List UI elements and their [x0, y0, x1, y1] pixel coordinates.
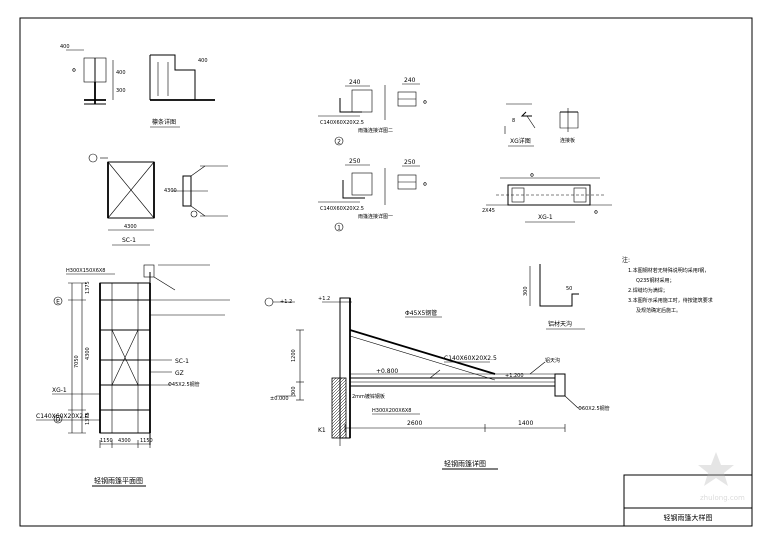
watermark: zhulong.com	[698, 452, 745, 502]
svg-text:400: 400	[116, 70, 126, 76]
svg-text:3.本图所示采用施工时，待按建筑要求: 3.本图所示采用施工时，待按建筑要求	[628, 297, 713, 304]
detail-connection-2: 240 C140X60X20X2.5 240 Φ 雨篷连接详图二 2	[318, 77, 427, 146]
detail-top-left: 400 400 300 Φ 400 檩条详图	[60, 44, 215, 128]
svg-text:XG-1: XG-1	[538, 214, 553, 221]
svg-text:C140X60X20X2.0: C140X60X20X2.0	[36, 413, 89, 420]
svg-text:GZ: GZ	[175, 370, 184, 377]
svg-text:C140X60X20X2.5: C140X60X20X2.5	[320, 120, 364, 126]
svg-text:7050: 7050	[74, 355, 80, 368]
svg-text:1.本图钢材若无特殊说明均采用Ⅰ钢，: 1.本图钢材若无特殊说明均采用Ⅰ钢，	[628, 267, 709, 274]
svg-text:注:: 注:	[622, 256, 630, 264]
svg-text:zhulong.com: zhulong.com	[700, 494, 745, 502]
svg-text:Φ: Φ	[423, 182, 427, 188]
detail-xg1: Φ 2X45 Φ XG-1	[482, 173, 612, 223]
svg-text:8: 8	[512, 118, 515, 124]
svg-text:2: 2	[337, 139, 341, 146]
svg-text:雨篷连接详图二: 雨篷连接详图二	[358, 127, 393, 134]
gutter-detail: 300 50 铝材天沟	[523, 264, 585, 330]
svg-text:Φ45X2.5钢管: Φ45X2.5钢管	[168, 381, 200, 388]
svg-text:+0.800: +0.800	[376, 368, 398, 375]
sheet-border	[19, 17, 753, 527]
svg-text:2mm镀锌钢板: 2mm镀锌钢板	[352, 393, 385, 400]
svg-text:4300: 4300	[164, 188, 177, 194]
svg-text:SC-1: SC-1	[122, 237, 136, 244]
svg-text:轻钢雨篷详图: 轻钢雨篷详图	[444, 459, 486, 468]
svg-text:Φ: Φ	[423, 100, 427, 106]
svg-text:1: 1	[337, 225, 341, 232]
svg-text:240: 240	[404, 77, 416, 84]
svg-text:1200: 1200	[291, 349, 297, 362]
svg-text:雨篷连接详图一: 雨篷连接详图一	[358, 213, 393, 220]
svg-text:300: 300	[523, 286, 529, 296]
title-block-text: 轻钢雨篷大样图	[664, 513, 713, 522]
svg-text:4300: 4300	[124, 224, 137, 230]
svg-text:Φ: Φ	[594, 210, 598, 216]
svg-text:2600: 2600	[407, 420, 422, 427]
svg-text:+1.200: +1.200	[505, 373, 524, 379]
notes: 注: 1.本图钢材若无特殊说明均采用Ⅰ钢， Q235钢材采用； 2.焊缝均为满焊…	[622, 256, 713, 314]
svg-text:铝天沟: 铝天沟	[545, 357, 560, 364]
svg-text:1375: 1375	[85, 281, 91, 294]
detail-sc1: 4300 4300 SC-1	[88, 153, 228, 246]
svg-text:K1: K1	[318, 427, 326, 434]
svg-text:1400: 1400	[518, 420, 533, 427]
detail-connection-1: 250 C140X60X20X2.5 250 Φ 雨篷连接详图一 1	[318, 158, 427, 232]
svg-text:1150: 1150	[100, 438, 113, 444]
svg-text:+1.2: +1.2	[280, 299, 292, 305]
svg-text:Φ60X2.5钢管: Φ60X2.5钢管	[578, 405, 610, 412]
svg-text:2X45: 2X45	[482, 208, 495, 214]
svg-text:H300X150X6X8: H300X150X6X8	[66, 268, 106, 274]
svg-text:1150: 1150	[140, 438, 153, 444]
svg-text:H300X200X6X8: H300X200X6X8	[372, 408, 412, 414]
svg-text:250: 250	[404, 159, 416, 166]
svg-text:Φ45X5钢管: Φ45X5钢管	[405, 309, 437, 317]
svg-text:240: 240	[349, 79, 361, 86]
svg-text:Φ: Φ	[530, 173, 534, 179]
svg-text:铝材天沟: 铝材天沟	[548, 320, 572, 328]
svg-text:及规范确定后施工。: 及规范确定后施工。	[636, 307, 681, 314]
svg-text:±0.000: ±0.000	[270, 396, 289, 402]
svg-text:C140X60X20X2.5: C140X60X20X2.5	[320, 206, 364, 212]
svg-text:2.焊缝均为满焊；: 2.焊缝均为满焊；	[628, 287, 668, 294]
svg-text:+1.2: +1.2	[318, 296, 330, 302]
watermark-logo-icon	[698, 452, 734, 486]
elevation-view: +1.2 Φ45X5钢管 +1.2 C140X60X20X2.5 +0.800 …	[264, 296, 610, 470]
svg-text:50: 50	[566, 286, 572, 292]
svg-text:XG-1: XG-1	[52, 387, 67, 394]
svg-text:C140X60X20X2.5: C140X60X20X2.5	[444, 355, 497, 362]
svg-text:4300: 4300	[85, 347, 91, 360]
svg-text:250: 250	[349, 158, 361, 165]
svg-text:400: 400	[60, 44, 70, 50]
svg-text:1375: 1375	[85, 412, 91, 425]
detail-xg: 8 XG详图 连接板	[504, 103, 579, 147]
svg-text:连接板: 连接板	[560, 137, 575, 144]
svg-text:300: 300	[291, 386, 297, 396]
svg-text:E: E	[56, 299, 60, 306]
plan-view: H300X150X6X8 E D 1375 4300 1375 705	[36, 264, 230, 487]
title-block: 轻钢雨篷大样图	[623, 474, 753, 527]
svg-text:XG详图: XG详图	[510, 137, 531, 145]
svg-text:Q235钢材采用；: Q235钢材采用；	[636, 277, 674, 284]
svg-text:400: 400	[198, 58, 208, 64]
svg-text:Φ: Φ	[72, 68, 76, 74]
svg-text:轻钢雨篷平面图: 轻钢雨篷平面图	[94, 476, 143, 485]
svg-text:SC-1: SC-1	[175, 358, 189, 365]
svg-text:檩条详图: 檩条详图	[152, 118, 176, 126]
svg-text:4300: 4300	[118, 438, 131, 444]
svg-text:300: 300	[116, 88, 126, 94]
